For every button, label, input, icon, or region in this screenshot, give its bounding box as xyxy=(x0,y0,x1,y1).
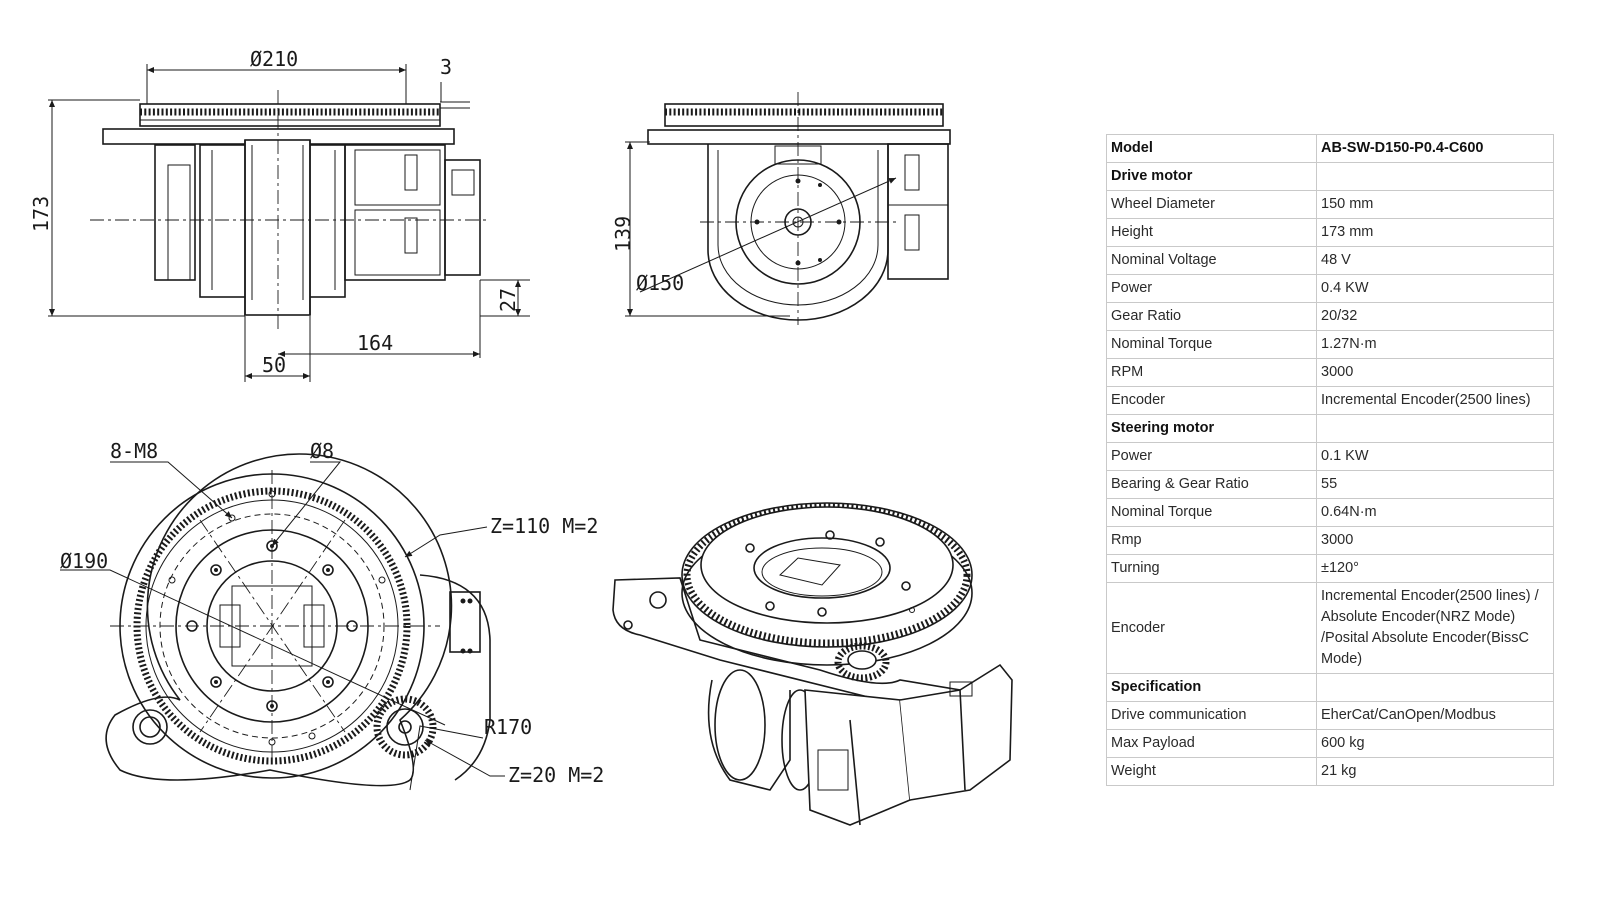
dim-27: 27 xyxy=(496,288,520,312)
dim-164: 164 xyxy=(357,331,393,355)
dim-r170: R170 xyxy=(484,715,532,739)
spec-value: 0.64N·m xyxy=(1316,498,1554,527)
spec-value: Incremental Encoder(2500 lines) xyxy=(1316,386,1554,415)
isometric-view xyxy=(612,502,1013,826)
spec-value: 150 mm xyxy=(1316,190,1554,219)
spec-value: ±120° xyxy=(1316,554,1554,583)
spec-value: 3000 xyxy=(1316,526,1554,555)
spec-label: Power xyxy=(1106,442,1317,471)
spec-section-row: Specification xyxy=(1106,673,1554,702)
spec-value: Incremental Encoder(2500 lines) / Absolu… xyxy=(1316,582,1554,674)
spec-label: Nominal Voltage xyxy=(1106,246,1317,275)
label-pinion-gear: Z=20 M=2 xyxy=(508,763,604,787)
spec-value: 0.1 KW xyxy=(1316,442,1554,471)
dim-d8: Ø8 xyxy=(310,439,334,463)
dim-50: 50 xyxy=(262,353,286,377)
spec-label: Steering motor xyxy=(1106,414,1317,443)
spec-value: 600 kg xyxy=(1316,729,1554,758)
spec-value xyxy=(1316,673,1554,702)
spec-label: Weight xyxy=(1106,757,1317,786)
side-view: 139 Ø150 xyxy=(611,92,951,325)
spec-value: 0.4 KW xyxy=(1316,274,1554,303)
spec-label: Drive motor xyxy=(1106,162,1317,191)
spec-label: Nominal Torque xyxy=(1106,498,1317,527)
spec-value: AB-SW-D150-P0.4-C600 xyxy=(1316,134,1554,163)
spec-label: Rmp xyxy=(1106,526,1317,555)
spec-label: Power xyxy=(1106,274,1317,303)
spec-label: Model xyxy=(1106,134,1317,163)
dim-173: 173 xyxy=(29,196,53,232)
spec-value: 21 kg xyxy=(1316,757,1554,786)
spec-value: EherCat/CanOpen/Modbus xyxy=(1316,701,1554,730)
label-ring-gear: Z=110 M=2 xyxy=(490,514,598,538)
spec-value xyxy=(1316,162,1554,191)
top-view: 8-M8 Ø8 Ø190 Z=110 M=2 R170 Z=20 M=2 xyxy=(60,439,604,791)
spec-label: Nominal Torque xyxy=(1106,330,1317,359)
spec-label: Height xyxy=(1106,218,1317,247)
spec-label: Wheel Diameter xyxy=(1106,190,1317,219)
spec-section-row: Steering motor xyxy=(1106,414,1554,443)
spec-label: Gear Ratio xyxy=(1106,302,1317,331)
spec-value: 55 xyxy=(1316,470,1554,499)
spec-label: RPM xyxy=(1106,358,1317,387)
spec-label: Encoder xyxy=(1106,582,1317,674)
spec-label: Drive communication xyxy=(1106,701,1317,730)
spec-value: 173 mm xyxy=(1316,218,1554,247)
dim-8-m8: 8-M8 xyxy=(110,439,158,463)
dim-139: 139 xyxy=(611,216,635,252)
spec-section-row: Drive motor xyxy=(1106,162,1554,191)
spec-value xyxy=(1316,414,1554,443)
spec-label: Encoder xyxy=(1106,386,1317,415)
spec-row: Turning±120° xyxy=(1106,554,1554,583)
spec-value: 1.27N·m xyxy=(1316,330,1554,359)
spec-label: Specification xyxy=(1106,673,1317,702)
spec-value: 48 V xyxy=(1316,246,1554,275)
spec-label: Turning xyxy=(1106,554,1317,583)
technical-drawings: Ø210 3 173 27 164 50 xyxy=(29,47,1013,826)
dim-d210: Ø210 xyxy=(250,47,298,71)
dim-d190: Ø190 xyxy=(60,549,108,573)
spec-label: Max Payload xyxy=(1106,729,1317,758)
spec-value: 20/32 xyxy=(1316,302,1554,331)
spec-value: 3000 xyxy=(1316,358,1554,387)
front-view: Ø210 3 173 27 164 50 xyxy=(29,47,530,382)
spec-label: Bearing & Gear Ratio xyxy=(1106,470,1317,499)
dim-d150: Ø150 xyxy=(636,271,684,295)
dim-3: 3 xyxy=(440,55,452,79)
